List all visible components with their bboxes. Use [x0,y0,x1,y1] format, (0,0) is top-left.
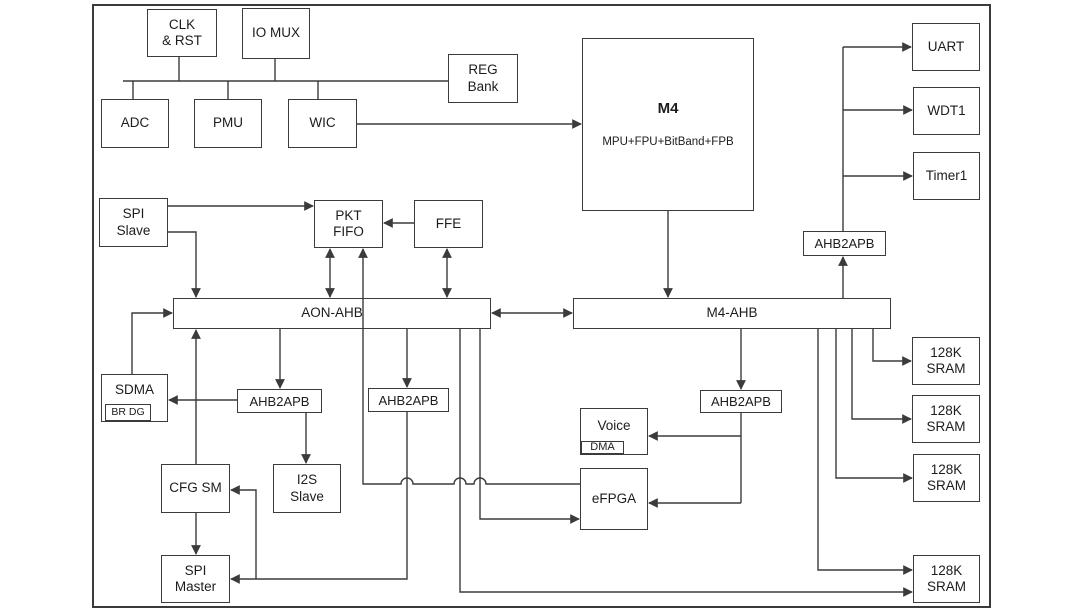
node-efpga: eFPGA [580,468,648,530]
node-cfg-sm-label: CFG SM [169,480,222,496]
bus-m4-ahb-label: M4-AHB [706,305,758,321]
node-efpga-label: eFPGA [591,490,637,506]
node-voice-label: Voice [597,417,631,433]
node-adc-label: ADC [120,115,150,131]
node-ahb2apb-left-label: AHB2APB [249,393,310,409]
node-ahb2apb-bottom-label: AHB2APB [711,394,771,409]
node-sram3-label: 128K SRAM [926,461,966,493]
wire-sdma-aonahb [131,308,173,374]
node-wdt1: WDT1 [913,87,980,135]
node-sram4-label: 128K SRAM [926,562,966,594]
wire-m4ahb-sram3 [835,329,913,483]
node-voice-dma-sub: DMA [581,441,624,454]
node-uart: UART [912,23,980,71]
node-clk-rst-label: CLK & RST [162,16,202,48]
bus-aon-ahb-label: AON-AHB [301,305,363,321]
node-sdma: SDMA BR DG [101,374,168,422]
node-uart-label: UART [927,38,965,54]
node-ahb2apb-right: AHB2APB [803,231,886,256]
node-timer1-label: Timer1 [925,167,968,183]
wire-m4ahb-sram1 [872,329,912,366]
node-pmu: PMU [194,99,262,148]
node-wic-label: WIC [309,115,336,131]
node-voice-dma-sub-label: DMA [590,440,615,453]
wire-m4ahb-sram2 [851,329,912,424]
node-m4: M4 MPU+FPU+BitBand+FPB [582,38,754,211]
node-sram1-label: 128K SRAM [926,344,966,376]
wire-m4ahb-sram4 [817,329,913,575]
node-cfg-sm: CFG SM [161,464,230,513]
node-ahb2apb-mid: AHB2APB [368,388,449,412]
node-ahb2apb-left: AHB2APB [237,389,322,413]
node-ffe-label: FFE [435,215,462,231]
node-m4-title: M4 [657,99,679,117]
node-io-mux: IO MUX [242,8,310,59]
wire-ahb2apb-mid-cfgsm [230,485,257,579]
node-wic: WIC [288,99,357,148]
node-sram3: 128K SRAM [913,454,980,502]
node-clk-rst: CLK & RST [147,9,217,57]
node-sram2-label: 128K SRAM [926,402,966,434]
node-i2s-slave-label: I2S Slave [290,472,324,504]
node-pkt-fifo-label: PKT FIFO [333,207,364,239]
node-sdma-brdg-label: BR DG [111,406,145,419]
wire-spislave-aonahb [168,231,201,298]
node-spi-master: SPI Master [161,555,230,603]
bus-aon-ahb: AON-AHB [173,298,491,329]
node-pmu-label: PMU [213,115,243,131]
wire-aon-efpga [479,329,580,524]
node-pkt-fifo: PKT FIFO [314,200,383,248]
node-sram2: 128K SRAM [912,395,980,443]
node-ffe: FFE [414,200,483,248]
node-ahb2apb-right-label: AHB2APB [814,236,875,251]
node-sram4: 128K SRAM [913,555,980,603]
node-adc: ADC [101,99,169,148]
node-sdma-brdg: BR DG [105,404,151,421]
node-voice-dma: Voice DMA [580,408,648,455]
wire-efpga-pktfifo [358,248,580,485]
node-wdt1-label: WDT1 [927,102,966,118]
node-ahb2apb-mid-label: AHB2APB [378,392,439,408]
node-sdma-label: SDMA [114,382,154,398]
node-m4-subtitle: MPU+FPU+BitBand+FPB [602,136,734,149]
node-spi-slave: SPI Slave [99,198,168,247]
bus-m4-ahb: M4-AHB [573,298,891,329]
node-i2s-slave: I2S Slave [273,464,341,513]
node-ahb2apb-bottom: AHB2APB [700,390,782,413]
wire-aon-sram4 [459,329,913,597]
node-sram1: 128K SRAM [912,337,980,385]
node-spi-master-label: SPI Master [174,562,217,594]
node-reg-bank: REG Bank [448,54,518,103]
node-reg-bank-label: REG Bank [467,62,499,94]
node-spi-slave-label: SPI Slave [116,206,151,238]
node-timer1: Timer1 [913,152,980,200]
node-io-mux-label: IO MUX [251,25,300,41]
